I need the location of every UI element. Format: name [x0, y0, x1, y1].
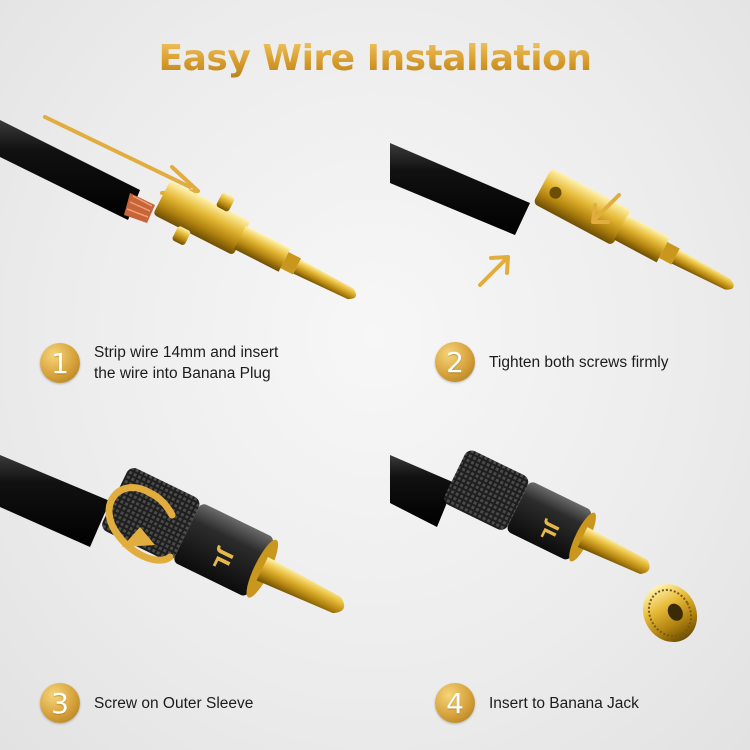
step-2-illustration	[375, 95, 750, 335]
step-1-illustration	[0, 95, 375, 335]
step-1: 1 Strip wire 14mm and insert the wire in…	[40, 342, 278, 384]
step-2-badge: 2	[435, 342, 475, 382]
tighten-arrow-bottom-icon	[478, 255, 510, 287]
step-2-text: Tighten both screws firmly	[489, 353, 669, 371]
step-4-badge: 4	[435, 683, 475, 723]
step-3-illustration: JL	[0, 435, 375, 665]
banana-jack-icon	[642, 583, 698, 643]
rotate-arrow-icon	[105, 484, 176, 564]
tighten-arrow-top-icon	[591, 193, 621, 224]
step-4-text: Insert to Banana Jack	[489, 694, 639, 712]
step-3-text: Screw on Outer Sleeve	[94, 694, 254, 712]
step-4: 4 Insert to Banana Jack	[435, 683, 639, 723]
step-1-badge: 1	[40, 343, 80, 383]
step-1-text: Strip wire 14mm and insert the wire into…	[94, 344, 279, 382]
step-4-illustration: JL	[375, 435, 750, 665]
step-3-badge: 3	[40, 683, 80, 723]
banana-plug	[154, 181, 357, 300]
step-3: 3 Screw on Outer Sleeve	[40, 683, 253, 723]
step-2: 2 Tighten both screws firmly	[435, 342, 668, 382]
page-title: Easy Wire Installation	[0, 38, 750, 79]
